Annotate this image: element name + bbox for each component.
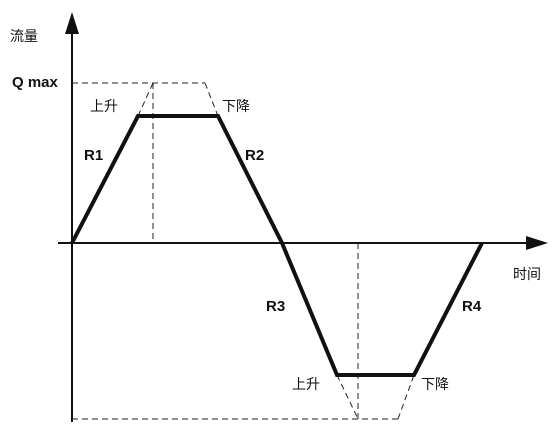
- top-fall-guide-diagonal: [204, 82, 219, 117]
- y-axis-arrow: [65, 12, 79, 34]
- bottom-rise-guide-diagonal: [336, 374, 359, 420]
- segment-label-r1: R1: [84, 147, 103, 164]
- x-axis-arrow: [526, 236, 548, 250]
- x-axis-label: 时间: [513, 267, 541, 283]
- q-max-label: Q max: [12, 74, 59, 91]
- y-axis-label: 流量: [10, 29, 38, 45]
- segment-label-r4: R4: [462, 298, 482, 315]
- top-fall-label: 下降: [222, 99, 250, 115]
- top-rise-guide-diagonal: [137, 82, 154, 117]
- bottom-fall-label: 下降: [421, 377, 449, 393]
- top-rise-label: 上升: [90, 99, 118, 115]
- segment-label-r2: R2: [245, 147, 264, 164]
- bottom-fall-guide-diagonal: [397, 374, 415, 420]
- bottom-rise-label: 上升: [292, 377, 320, 393]
- flow-profile-line: [70, 114, 484, 377]
- segment-label-r3: R3: [266, 298, 285, 315]
